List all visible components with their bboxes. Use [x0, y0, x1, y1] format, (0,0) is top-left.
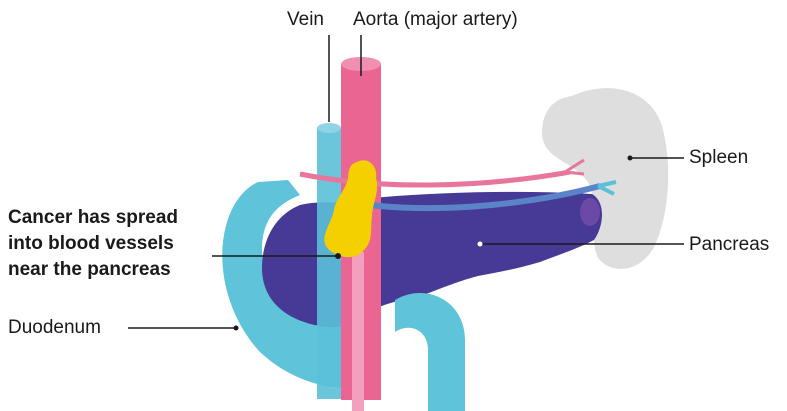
cancer-label-line-1: Cancer has spread: [8, 205, 178, 231]
spleen-label: Spleen: [689, 147, 748, 169]
vein-label: Vein: [287, 9, 324, 31]
duodenum-label: Duodenum: [8, 317, 101, 339]
spleen-leader-dot: [628, 156, 633, 161]
duodenum-leader-dot: [234, 326, 239, 331]
pancreas-tail-knob: [580, 198, 600, 226]
cancer-spread-label: Cancer has spread into blood vessels nea…: [8, 205, 178, 283]
cancer-leader-dot: [335, 253, 341, 259]
pancreas-label: Pancreas: [689, 234, 769, 256]
vein-shape: [317, 128, 341, 399]
aorta-label: Aorta (major artery): [353, 9, 518, 31]
cancer-label-line-3: near the pancreas: [8, 257, 178, 283]
vein-top: [317, 123, 341, 133]
cancer-label-line-2: into blood vessels: [8, 231, 178, 257]
duodenum-lower-shape: [395, 293, 465, 411]
lower-vessel-shape: [352, 252, 364, 411]
pancreas-leader-dot: [478, 242, 483, 247]
